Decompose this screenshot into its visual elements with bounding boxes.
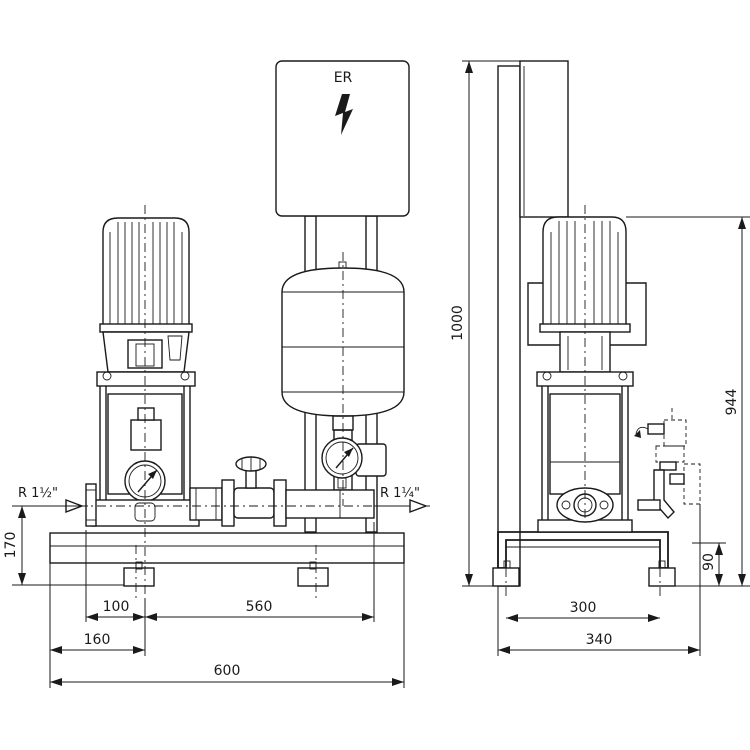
dim-160: 160: [50, 632, 145, 654]
svg-text:1000: 1000: [450, 305, 466, 341]
pump-assembly: [91, 217, 200, 527]
svg-text:340: 340: [586, 632, 613, 648]
inlet-label: R 1½": [18, 486, 58, 501]
dim-600: 600: [50, 663, 404, 686]
dim-1000: 1000: [450, 60, 520, 587]
side-view: 1000 944 90 300: [450, 60, 750, 656]
vessel-valve-assembly: [321, 429, 387, 491]
svg-text:560: 560: [246, 599, 273, 615]
svg-text:90: 90: [701, 553, 717, 571]
side-motor: [539, 216, 631, 333]
dim-100: 100: [86, 599, 145, 621]
front-view: ER: [3, 60, 430, 688]
dim-340: 340: [498, 632, 700, 654]
svg-text:944: 944: [724, 389, 740, 416]
discharge-pipe: [189, 456, 375, 527]
machine-foot-left: [123, 561, 155, 587]
control-box-label: ER: [334, 70, 353, 86]
dim-560: 560: [145, 599, 374, 621]
svg-text:100: 100: [103, 599, 130, 615]
base-frame: [49, 532, 405, 564]
dim-944: 944: [626, 216, 750, 587]
control-box: ER: [275, 60, 410, 217]
inlet-fitting: [85, 483, 97, 527]
svg-text:170: 170: [3, 532, 19, 559]
machine-foot-right: [297, 561, 329, 587]
dim-300: 300: [506, 600, 660, 622]
svg-text:600: 600: [214, 663, 241, 679]
svg-text:300: 300: [570, 600, 597, 616]
svg-text:160: 160: [84, 632, 111, 648]
dim-170: 170: [3, 505, 124, 586]
pressure-switch-assembly: [634, 408, 701, 520]
outlet-label: R 1¼": [380, 486, 420, 501]
lightning-bolt-icon: [335, 94, 353, 135]
pressure-gauge-icon: [321, 437, 363, 479]
dim-90: 90: [692, 504, 726, 586]
